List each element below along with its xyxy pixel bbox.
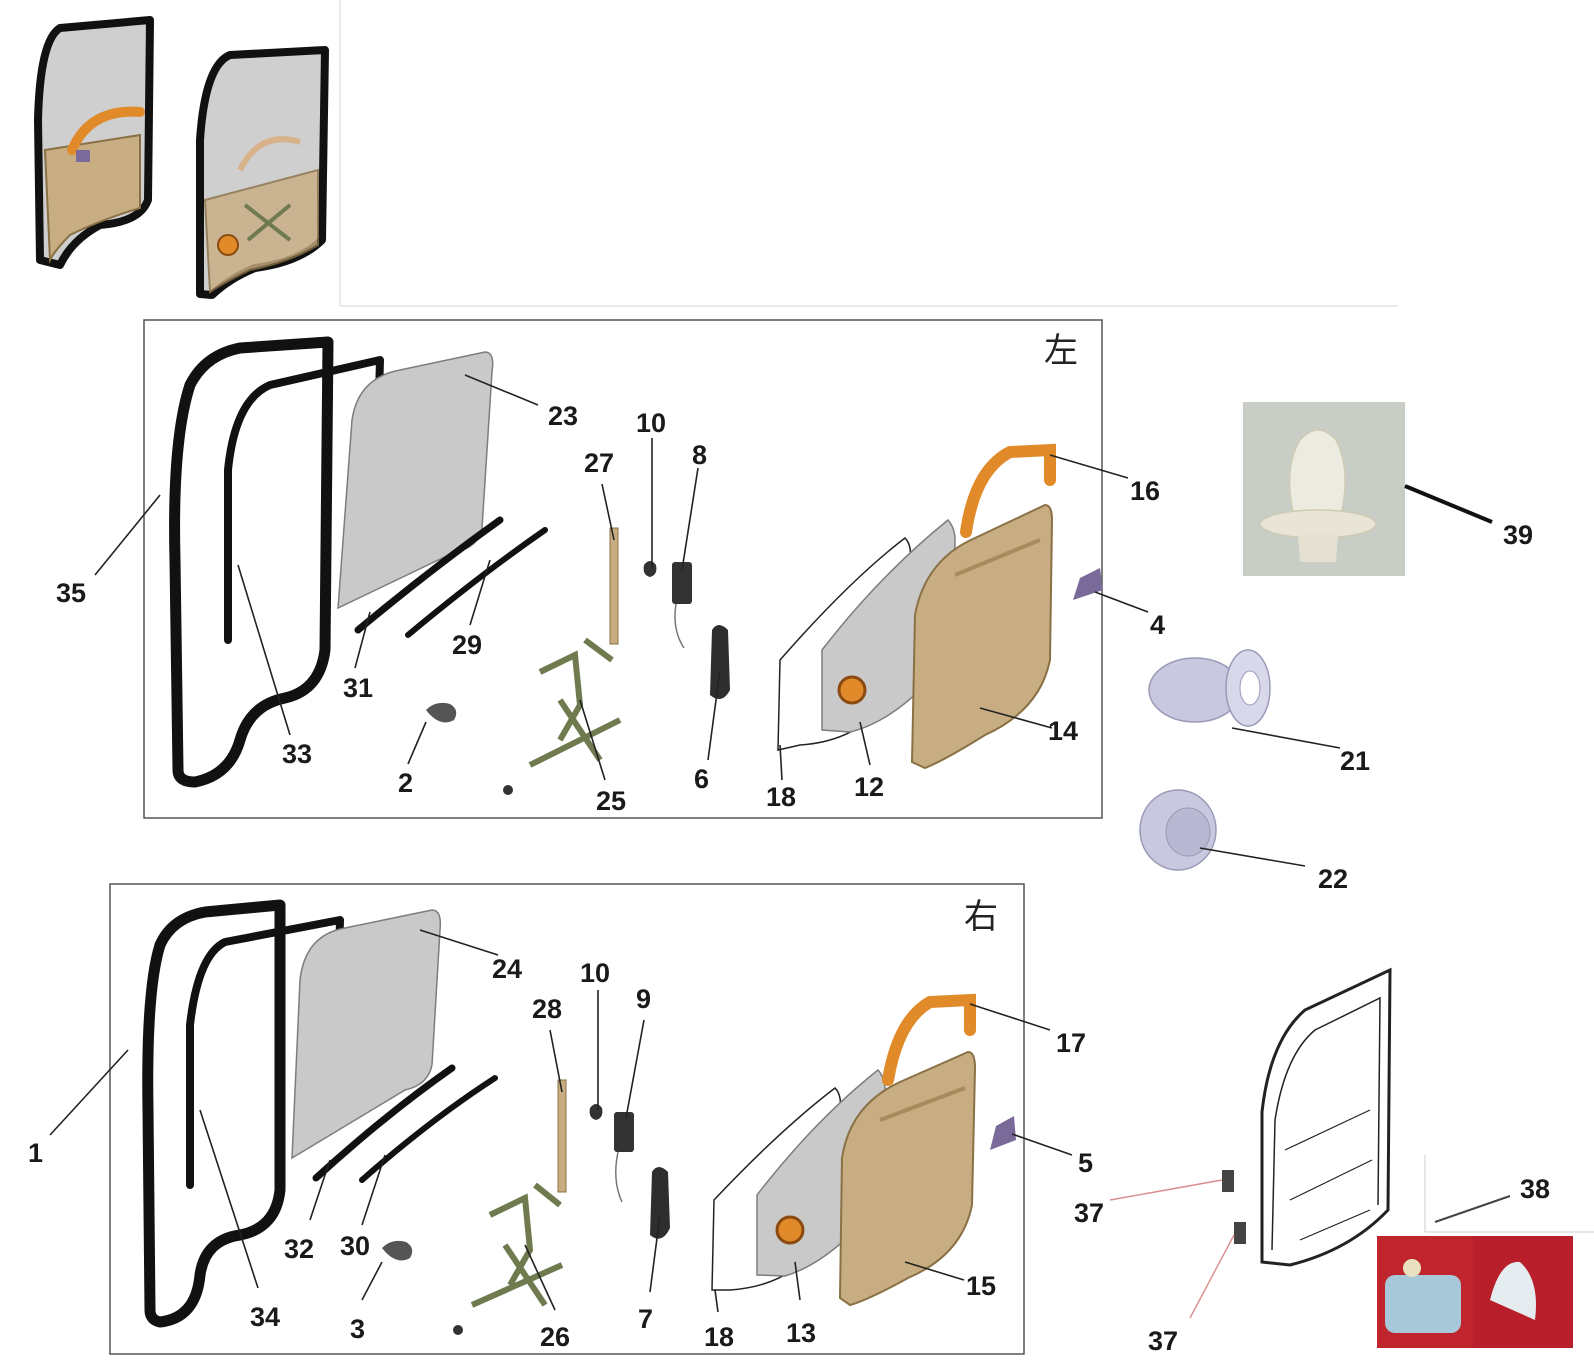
callout-37-lower: 37	[1148, 1326, 1178, 1356]
stopper-left	[643, 561, 657, 577]
inner-seal-right	[186, 916, 344, 1189]
callout-8: 8	[692, 440, 707, 470]
speaker-left	[837, 675, 867, 705]
leader-lines	[49, 374, 1493, 1319]
callout-39: 39	[1503, 520, 1533, 550]
left-door-panel: 左	[143, 319, 1103, 819]
grab-handle-right	[882, 993, 976, 1086]
vertical-guide-right	[557, 1079, 567, 1193]
callout-5: 5	[1078, 1148, 1093, 1178]
callout-4: 4	[1150, 610, 1165, 640]
callout-18-right: 18	[704, 1322, 734, 1352]
callout-1: 1	[28, 1138, 43, 1168]
switch-bracket-left	[1073, 568, 1103, 600]
callout-31: 31	[343, 673, 373, 703]
hinge-lower	[1234, 1222, 1246, 1244]
door-glass-left	[337, 351, 494, 610]
thumbnail-door-inner	[196, 46, 329, 299]
speaker-right	[775, 1215, 805, 1245]
callout-3: 3	[350, 1314, 365, 1344]
belt-molding-left	[354, 516, 504, 634]
door-trim-panel-right	[838, 1050, 977, 1307]
right-side-label: 右	[964, 897, 998, 937]
outer-weatherstrip-right	[142, 899, 286, 1328]
callout-17: 17	[1056, 1028, 1086, 1058]
callout-27: 27	[584, 448, 614, 478]
callout-35: 35	[56, 578, 86, 608]
callout-28: 28	[532, 994, 562, 1024]
inner-handle-right	[650, 1167, 670, 1239]
right-door-panel: 右	[109, 883, 1025, 1355]
callout-15: 15	[966, 1271, 996, 1301]
callout-26: 26	[540, 1322, 570, 1352]
door-glass-right	[291, 909, 442, 1160]
bushing-21	[1148, 649, 1271, 727]
callout-18-left: 18	[766, 782, 796, 812]
outer-weatherstrip-left	[169, 336, 334, 788]
lock-cylinder-right	[382, 1240, 413, 1261]
hinge-upper	[1222, 1170, 1234, 1192]
callout-10-left: 10	[636, 408, 666, 438]
callout-32: 32	[284, 1234, 314, 1264]
callout-25: 25	[596, 786, 626, 816]
window-regulator-left	[528, 637, 622, 768]
callout-34: 34	[250, 1302, 280, 1332]
belt-molding-right	[312, 1064, 456, 1182]
switch-bracket-right	[990, 1116, 1016, 1150]
inner-seal-left	[224, 356, 384, 644]
door-trim-panel-left	[910, 503, 1054, 770]
callout-13: 13	[786, 1318, 816, 1348]
vertical-guide-left	[609, 527, 619, 645]
door-lock-right	[614, 1112, 634, 1203]
lock-cylinder-left	[426, 702, 457, 723]
callout-numbers: 23 35 33 31 29 27 10 8 2 25 6 18 12 14 1…	[28, 401, 1550, 1356]
callout-6: 6	[694, 764, 709, 794]
door-shell	[1260, 967, 1392, 1267]
run-channel-right	[359, 1075, 498, 1183]
callout-29: 29	[452, 630, 482, 660]
callout-33: 33	[282, 739, 312, 769]
door-lock-left	[672, 562, 692, 649]
thumbnail-door-trimmed	[34, 16, 154, 269]
right-panel-frame	[109, 883, 1025, 1355]
callout-21: 21	[1340, 746, 1370, 776]
clip-photo	[1243, 402, 1405, 576]
rod-38	[1424, 1155, 1594, 1233]
callout-9: 9	[636, 984, 651, 1014]
callout-30: 30	[340, 1231, 370, 1261]
left-panel-frame	[143, 319, 1103, 819]
callout-38: 38	[1520, 1174, 1550, 1204]
callout-10-right: 10	[580, 958, 610, 988]
left-side-label: 左	[1044, 331, 1078, 371]
callout-14: 14	[1048, 716, 1078, 746]
window-regulator-right	[470, 1182, 564, 1308]
callout-23: 23	[548, 401, 578, 431]
grab-handle-left	[960, 443, 1056, 538]
callout-24: 24	[492, 954, 522, 984]
callout-16: 16	[1130, 476, 1160, 506]
door-assembly-thumbnail	[34, 0, 1398, 307]
regulator-bolt-left	[503, 785, 513, 795]
callout-7: 7	[638, 1304, 653, 1334]
callout-12: 12	[854, 772, 884, 802]
callout-22: 22	[1318, 864, 1348, 894]
inner-handle-left	[710, 625, 730, 699]
stopper-right	[589, 1104, 603, 1120]
plug-22	[1139, 789, 1217, 871]
callout-37-upper: 37	[1074, 1198, 1104, 1228]
run-channel-left	[405, 527, 548, 638]
callout-2: 2	[398, 768, 413, 798]
regulator-bolt-right	[453, 1325, 463, 1335]
washer-tank-photo	[1377, 1236, 1573, 1348]
